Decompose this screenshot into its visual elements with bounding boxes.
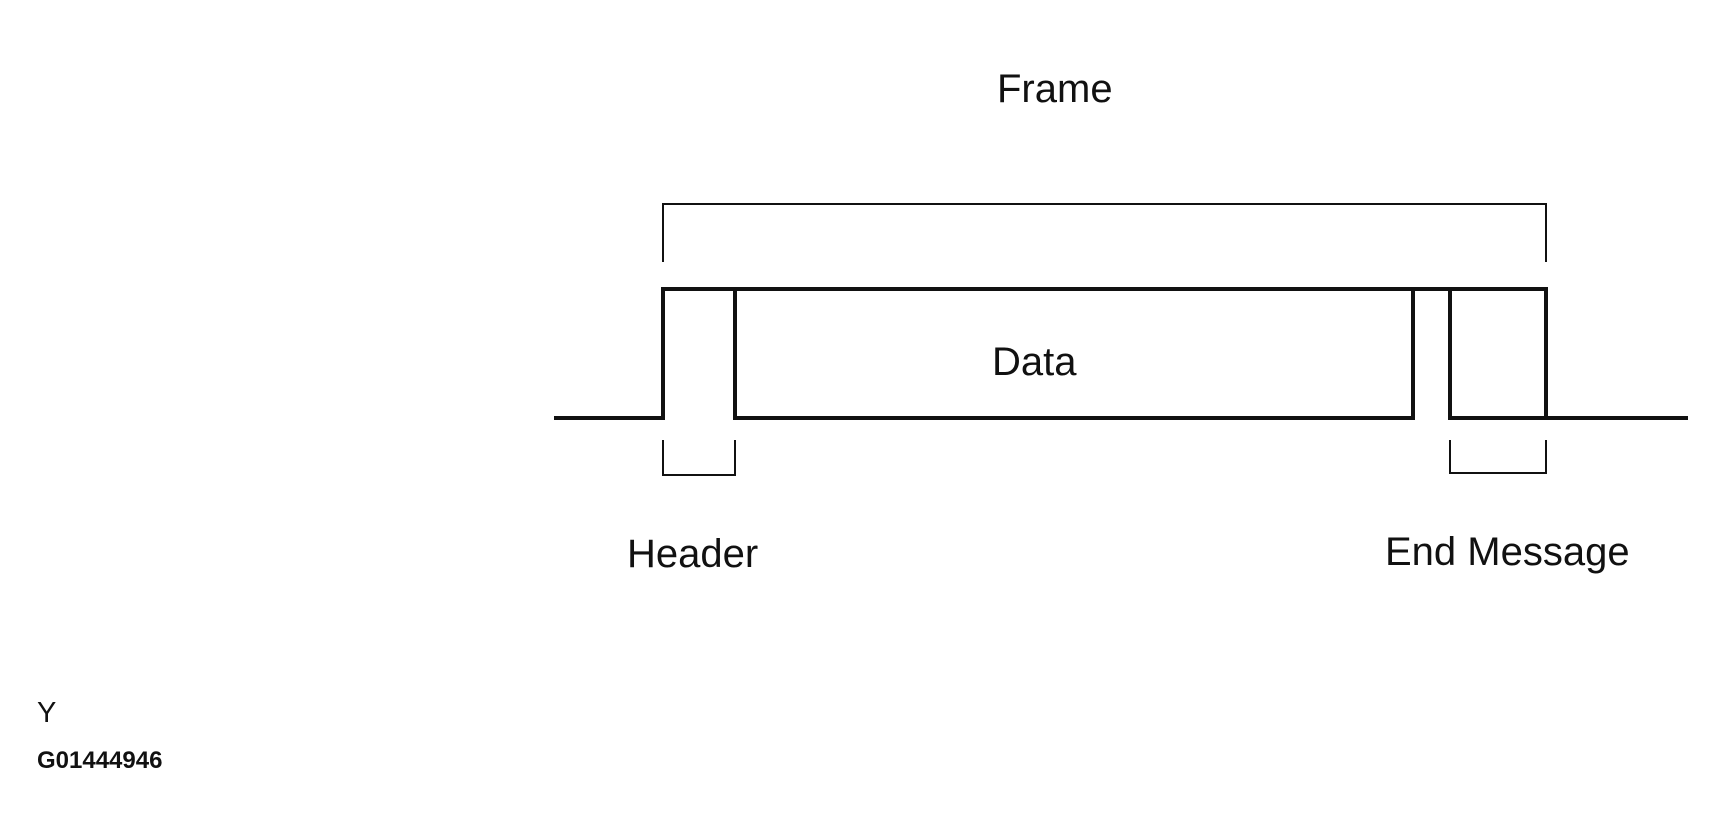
figure-id: G01444946: [37, 747, 163, 774]
figure-code-letter: Y: [37, 697, 57, 729]
header-bracket: [662, 440, 736, 476]
end-message-label: End Message: [1385, 530, 1630, 574]
header-label: Header: [627, 532, 759, 576]
signal-waveform: [554, 287, 1688, 420]
frame-bracket: [662, 203, 1547, 262]
data-label: Data: [992, 340, 1077, 384]
end-message-bracket: [1449, 440, 1547, 474]
frame-label: Frame: [997, 67, 1113, 111]
